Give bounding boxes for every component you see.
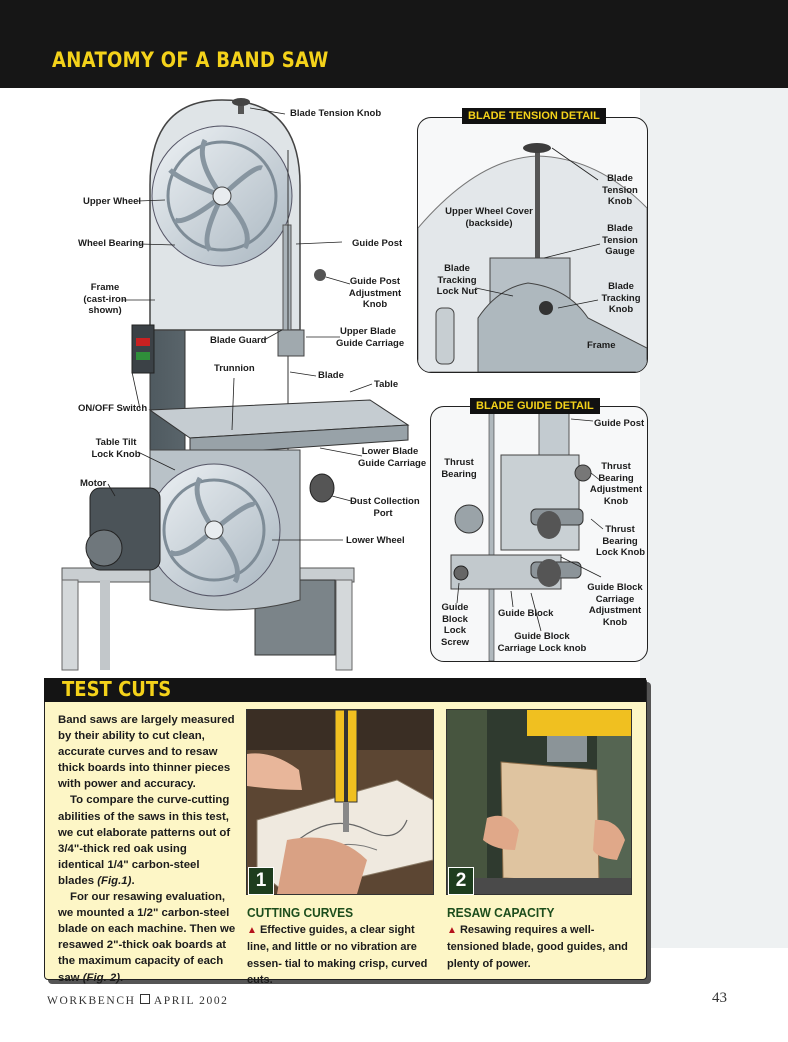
blade-tension-illustration — [418, 143, 647, 372]
fig-1-ref: (Fig.1) — [97, 874, 132, 887]
label-blade-guard: Blade Guard — [210, 335, 267, 346]
label-detail-frame: Frame — [587, 340, 616, 351]
test-cuts-title: TEST CUTS — [62, 677, 172, 701]
bullet-triangle-icon: ▲ — [447, 925, 457, 936]
fraction-three-quarters: 3/4 — [58, 842, 74, 855]
label-on-off-switch: ON/OFF Switch — [78, 403, 148, 414]
label-motor: Motor — [80, 478, 107, 489]
caption-1-title: CUTTING CURVES — [247, 905, 354, 920]
blade-guide-detail-tag: BLADE GUIDE DETAIL — [470, 398, 600, 414]
label-blade: Blade — [318, 370, 344, 381]
page-number: 43 — [712, 990, 727, 1006]
page-title: ANATOMY OF A BAND SAW — [52, 48, 329, 72]
photo-1-number: 1 — [248, 867, 274, 895]
blade-tension-detail-panel — [417, 117, 648, 373]
label-upper-wheel-cover: Upper Wheel Cover(backside) — [445, 206, 533, 229]
blade-tension-detail-tag: BLADE TENSION DETAIL — [462, 108, 606, 124]
label-guide-block: Guide Block — [498, 608, 554, 619]
caption-1: ▲ Effective guides, a clear sight line, … — [247, 924, 428, 986]
photo-cutting-curves — [246, 709, 434, 895]
caption-2: ▲ Resawing requires a well-tensioned bla… — [447, 924, 628, 970]
fig-2-ref: (Fig. 2) — [82, 971, 121, 984]
photo-resaw-capacity — [446, 709, 632, 895]
background-column-faded — [640, 88, 788, 948]
test-cuts-body: Band saws are largely measured by their … — [58, 712, 236, 986]
para-3: For our resawing evaluation, we mounted … — [58, 891, 236, 984]
label-wheel-bearing: Wheel Bearing — [78, 238, 144, 249]
footer-folio: WORKBENCH APRIL 2002 — [47, 994, 229, 1007]
para-1: Band saws are largely measured by their … — [58, 714, 235, 791]
blade-guide-illustration — [450, 407, 604, 661]
label-table: Table — [374, 379, 399, 390]
caption-2-title: RESAW CAPACITY — [447, 905, 555, 920]
fraction-one-half: 1/2 — [137, 907, 153, 920]
square-separator-icon — [140, 994, 150, 1004]
label-blade-tension-knob: Blade Tension Knob — [290, 108, 382, 119]
label-lower-wheel: Lower Wheel — [346, 535, 405, 546]
para-2: To compare the curve-cutting abilities o… — [58, 794, 231, 887]
header-bar — [0, 0, 788, 88]
band-saw-illustration — [61, 98, 410, 671]
label-detail-guide-post: Guide Post — [594, 418, 645, 429]
photo-2-number: 2 — [448, 867, 474, 895]
label-guide-post: Guide Post — [352, 238, 403, 249]
test-cuts-header-bar — [44, 678, 646, 702]
fraction-one-quarter: 1/4 — [107, 858, 124, 871]
blade-guide-detail-panel — [430, 406, 648, 662]
bullet-triangle-icon: ▲ — [247, 925, 257, 936]
label-upper-wheel: Upper Wheel — [83, 196, 142, 207]
label-trunnion: Trunnion — [214, 363, 255, 374]
